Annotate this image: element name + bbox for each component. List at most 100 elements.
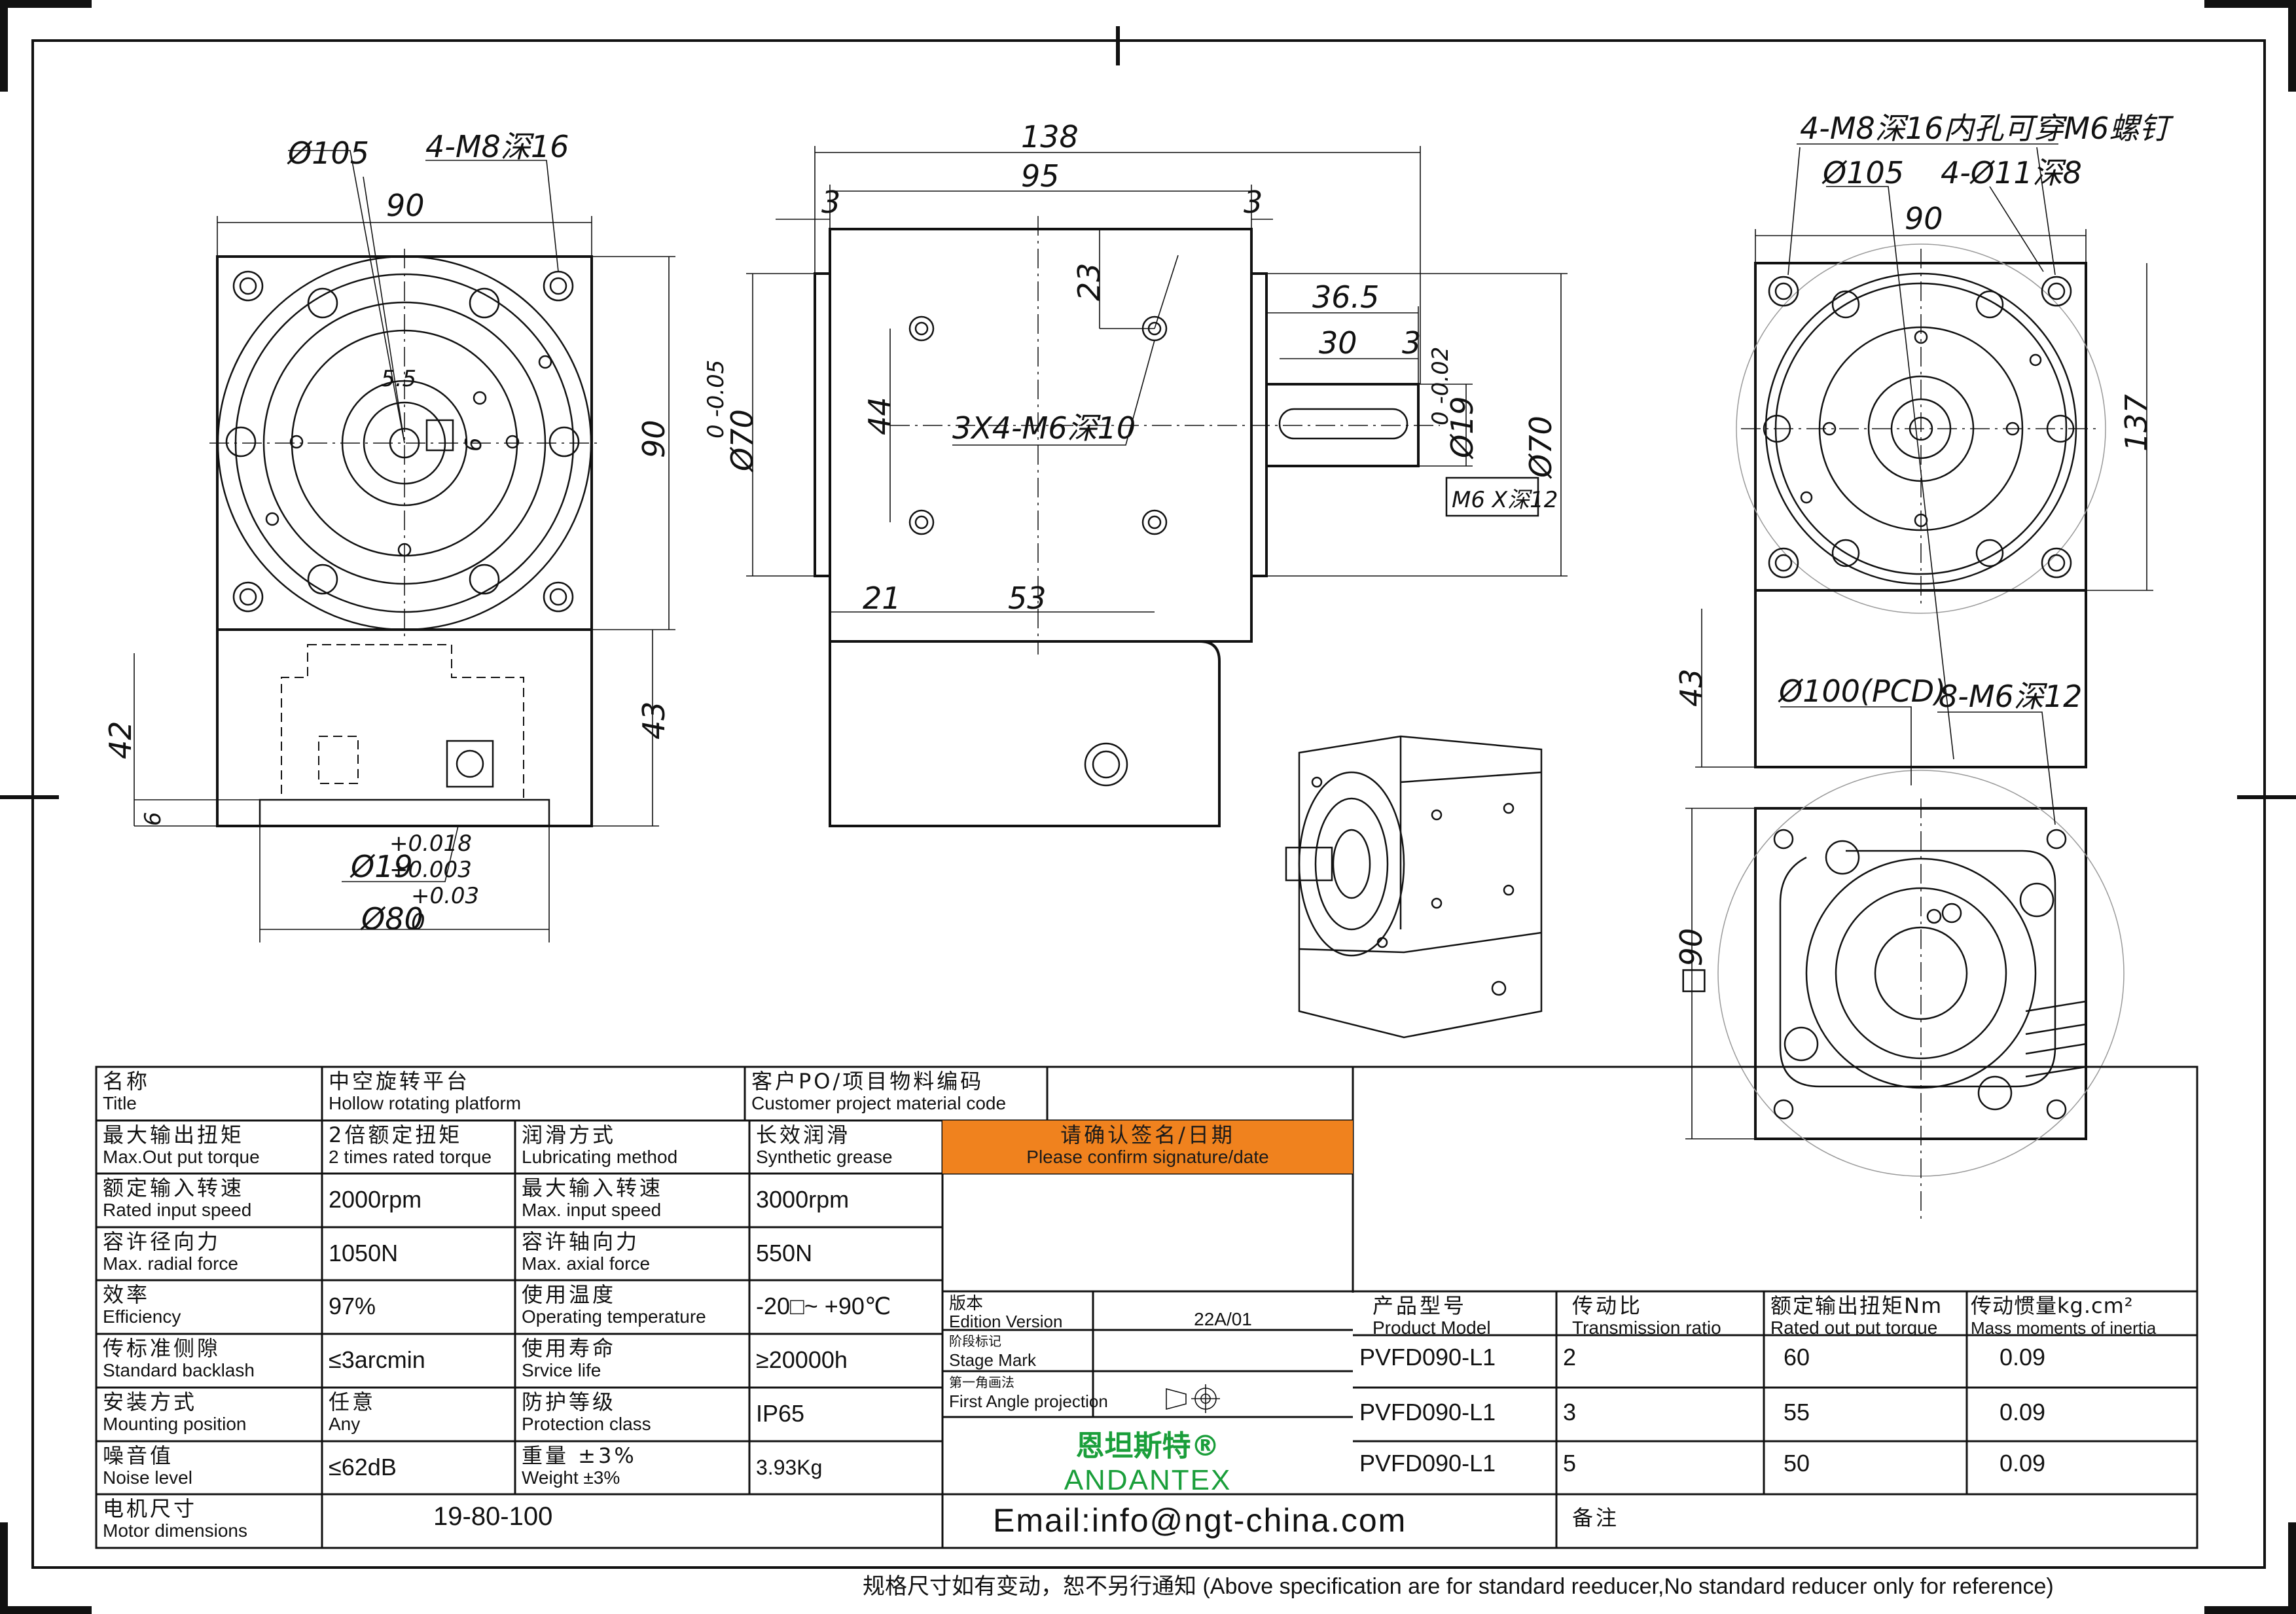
sheet-border — [31, 39, 2266, 1569]
dim-left-h42: 42 — [103, 721, 138, 759]
table-grid — [95, 1066, 2198, 1549]
cell-axial-value: 550N — [756, 1240, 813, 1266]
cell-weight-value: 3.93Kg — [756, 1456, 823, 1479]
dim-right-note: 4-M8深16内孔可穿M6螺钉 — [1800, 111, 2174, 146]
dim-center-d70b: Ø70 — [1523, 416, 1558, 479]
cell-motor-value: 19-80-100 — [433, 1502, 553, 1531]
table-row-1-ratio: 2 — [1563, 1344, 1577, 1371]
dim-right-pcd: Ø100(PCD) — [1778, 673, 1946, 709]
first-angle-symbol — [1166, 1384, 1220, 1413]
cell-life-value: ≥20000h — [756, 1346, 848, 1373]
contact-email[interactable]: Email:info@ngt-china.com — [993, 1502, 1407, 1539]
cell-noise-value: ≤62dB — [329, 1454, 397, 1480]
cell-temp-value: -20□~ +90℃ — [756, 1293, 891, 1319]
dim-center-w138: 138 — [1021, 119, 1079, 154]
cell-speed-value: 2000rpm — [329, 1186, 422, 1213]
dim-left-holes: 4-M8深16 — [425, 129, 569, 164]
dim-center-w3a: 3 — [821, 185, 840, 220]
dim-right-sq90: □90 — [1674, 928, 1709, 995]
table-row-3-torque: 50 — [1784, 1450, 1810, 1477]
dim-center-shaft: Ø19 — [1444, 396, 1480, 459]
table-row-1-inertia: 0.09 — [2000, 1344, 2046, 1371]
dim-center-h44: 44 — [862, 397, 897, 435]
dim-left-d19: Ø19 — [350, 849, 413, 884]
dim-center-w21: 21 — [863, 581, 901, 616]
cell-eff-value: 97% — [329, 1293, 376, 1319]
dim-center-h23: 23 — [1071, 262, 1107, 301]
dim-center-w53: 53 — [1008, 581, 1047, 616]
table-row-1-model: PVFD090-L1 — [1359, 1344, 1496, 1371]
dim-left-h43: 43 — [636, 701, 672, 740]
dim-center-holes: 3X4-M6深10 — [952, 410, 1136, 446]
table-row-3-ratio: 5 — [1563, 1450, 1577, 1477]
left-view: 90 90 43 42 6 Ø105 4-M8深16 5.5 6 Ø19 +0.… — [103, 129, 675, 942]
cell-maxspeed-value: 3000rpm — [756, 1186, 850, 1213]
dim-center-d70-tol: 0 -0.05 — [703, 360, 729, 439]
dim-left-w90: 90 — [386, 188, 425, 223]
dim-center-w3b: 3 — [1244, 185, 1263, 220]
table-row-1-torque: 60 — [1784, 1344, 1810, 1371]
dim-left-h6: 6 — [140, 812, 166, 826]
table-row-2-model: PVFD090-L1 — [1359, 1399, 1496, 1426]
table-row-3-model: PVFD090-L1 — [1359, 1450, 1496, 1477]
dim-center-shaft-tol: 0 -0.02 — [1427, 347, 1454, 425]
dim-left-key6: 6 — [461, 437, 487, 452]
dim-center-w3c: 3 — [1402, 325, 1421, 361]
dim-left-d19-up: +0.018 — [389, 831, 472, 857]
dim-center-w30: 30 — [1319, 325, 1357, 361]
dim-right-d105: Ø105 — [1821, 155, 1904, 190]
cell-radial-value: 1050N — [329, 1240, 399, 1266]
center-view: 138 95 3 3 Ø70 0 -0.05 23 44 3X4-M6深10 2… — [703, 119, 1568, 827]
cell-prot-value: IP65 — [756, 1400, 805, 1427]
dim-left-h90: 90 — [636, 420, 672, 458]
cell-backlash-value: ≤3arcmin — [329, 1346, 425, 1373]
brand-logo: 恩坦斯特®ANDANTEX — [1064, 1429, 1232, 1494]
cell-edition-value: 22A/01 — [1194, 1309, 1252, 1329]
dim-left-d80: Ø80 — [360, 901, 423, 937]
dim-center-w365: 36.5 — [1312, 279, 1379, 315]
dim-center-w95: 95 — [1021, 158, 1060, 194]
dim-right-m6: 8-M6深12 — [1939, 679, 2082, 714]
dim-right-h137: 137 — [2119, 394, 2154, 452]
dim-left-d105: Ø105 — [287, 135, 369, 171]
footer-note: 规格尺寸如有变动，恕不另行通知 (Above specification are… — [863, 1574, 2054, 1599]
remark-cell: 备注 — [1572, 1505, 1620, 1530]
cell-weight-label: 重量 ±3%Weight ±3% — [522, 1443, 637, 1488]
dim-right-holes11: 4-Ø11深8 — [1941, 155, 2082, 190]
iso-view — [1285, 735, 1543, 1039]
dim-left-d80-up: +0.03 — [411, 883, 479, 909]
dim-right-w90: 90 — [1905, 201, 1943, 236]
dim-right-h43: 43 — [1674, 668, 1709, 707]
dim-center-d70: Ø70 — [725, 409, 760, 473]
table-row-3-inertia: 0.09 — [2000, 1450, 2046, 1477]
dim-center-thread: M6 X深12 — [1452, 487, 1558, 513]
table-row-2-ratio: 3 — [1563, 1399, 1577, 1426]
